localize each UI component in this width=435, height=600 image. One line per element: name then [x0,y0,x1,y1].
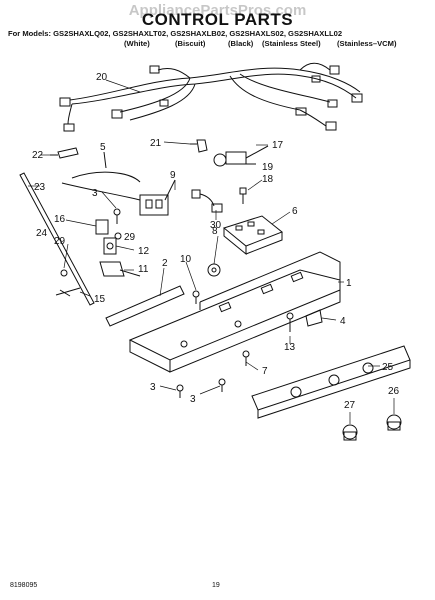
callout-8: 8 [212,226,218,237]
bracket-part-16 [95,219,109,235]
bracket-part-22 [57,147,79,159]
color-label-black: (Black) [228,39,254,48]
callout-24: 24 [36,228,48,239]
callout-29-b: 29 [54,236,66,247]
callout-26: 26 [388,386,400,397]
page-number: 19 [212,582,220,589]
screw-part-18 [239,187,247,204]
strip-part-23 [19,172,95,306]
screw-part-13 [286,312,294,332]
callout-29-a: 29 [124,232,136,243]
callout-7: 7 [262,366,268,377]
leader-lines [28,79,395,424]
front-panel-part-25 [251,345,411,419]
control-knob-part-11 [99,261,141,277]
callout-23: 23 [34,182,46,193]
callout-3-bottom-b: 3 [190,394,196,405]
callout-22: 22 [32,150,44,161]
color-label-stainless-vcm: (Stainless–VCM) [337,39,397,48]
callout-21: 21 [150,138,162,149]
washer-part-29a [114,232,122,240]
callout-1: 1 [346,278,352,289]
callout-10: 10 [180,254,192,265]
wire-harness [59,62,363,132]
light-socket [213,145,269,167]
callout-11: 11 [138,264,149,275]
models-line: For Models: GS2SHAXLQ02, GS2SHAXLT02, GS… [8,29,343,38]
screw-part-3-top [113,208,121,224]
control-housing-part-1 [128,251,341,373]
color-label-stainless-steel: (Stainless Steel) [262,39,321,48]
callout-30: 30 [210,220,222,231]
callout-6: 6 [292,206,298,217]
callout-16: 16 [54,214,66,225]
callout-3-top: 3 [92,188,98,199]
callout-19: 19 [262,162,274,173]
callout-2: 2 [162,258,168,269]
document-number: 8198095 [10,582,38,589]
tube-part-5 [71,171,141,183]
callouts: 20 21 17 19 22 5 23 9 18 3 16 30 6 8 29 … [32,72,400,411]
color-label-biscuit: (Biscuit) [175,39,206,48]
harness-part-30 [191,189,223,213]
clip-part-4 [305,309,323,327]
callout-12: 12 [138,246,150,257]
bracket-part-2 [105,285,185,327]
bar-part-24 [55,287,81,297]
screw-part-3-bottom-a [176,384,184,398]
exploded-parts-diagram: 20 21 17 19 22 5 23 9 18 3 16 30 6 8 29 … [19,62,411,441]
callout-5: 5 [100,142,106,153]
knob-part-8 [207,263,221,277]
control-board-part-6 [222,215,283,256]
thermostat-part-12 [103,237,117,255]
callout-27: 27 [344,400,356,411]
page-title: CONTROL PARTS [141,10,294,29]
control-connector-part-9 [61,179,176,216]
callout-3-bottom-a: 3 [150,382,156,393]
knob-part-26 [386,414,402,431]
callout-25: 25 [382,362,394,373]
callout-18: 18 [262,174,274,185]
callout-13: 13 [284,342,296,353]
callout-15: 15 [94,294,106,305]
callout-17: 17 [272,140,284,151]
washer-part-29b [60,269,68,277]
callout-9: 9 [170,170,176,181]
screw-part-10 [192,290,200,304]
screw-part-7 [242,350,250,366]
callout-4: 4 [340,316,346,327]
knob-part-27 [342,424,358,441]
color-label-white: (White) [124,39,150,48]
clip-part-21 [196,139,208,153]
screw-part-3-bottom-b [218,378,226,392]
callout-20: 20 [96,72,108,83]
